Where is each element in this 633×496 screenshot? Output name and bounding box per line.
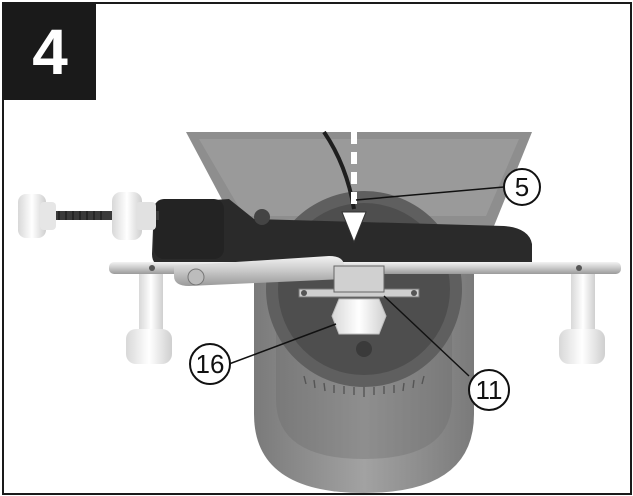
angle-scale: [303, 375, 425, 397]
step-number: 4: [4, 4, 96, 100]
right-foot: [559, 274, 605, 364]
lock-knob: [112, 192, 156, 240]
spring-plate: [298, 265, 420, 298]
threaded-rod: [54, 211, 159, 220]
insert-arrow: [341, 132, 367, 244]
device-photo: 5 16 11: [18, 130, 621, 493]
lever-arm: [174, 256, 344, 286]
leader-line-16: [228, 323, 337, 365]
callout-5: 5: [503, 168, 541, 206]
upper-housing: [186, 132, 532, 226]
callout-5-label: 5: [515, 172, 529, 202]
callout-11: 11: [468, 369, 510, 411]
callout-16: 16: [189, 343, 231, 385]
clamp-bracket: [152, 199, 532, 266]
callout-16-label: 16: [196, 349, 225, 379]
leader-line-11: [383, 295, 470, 377]
leader-line-5: [355, 186, 505, 201]
left-foot: [126, 274, 172, 364]
clamp-knob: [18, 194, 56, 238]
guide-nut: [331, 298, 387, 335]
callout-11-label: 11: [476, 375, 503, 405]
